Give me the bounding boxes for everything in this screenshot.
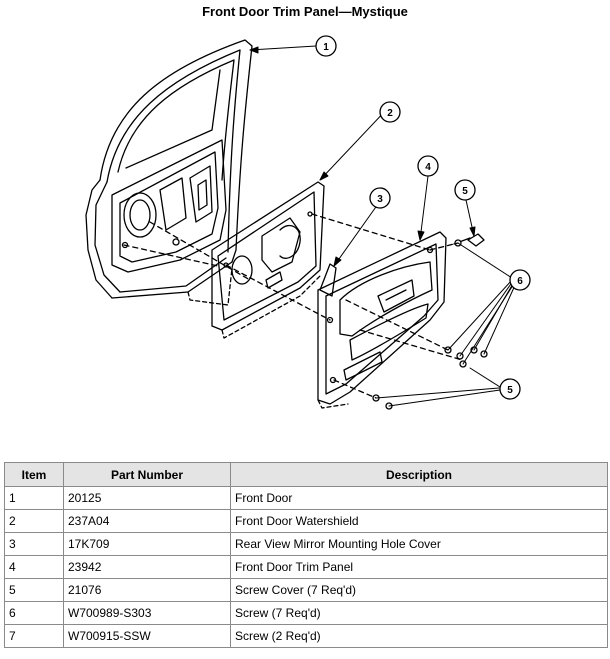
cell-item: 6 [4,601,64,625]
callout-4-label: 4 [425,162,431,173]
header-description: Description [230,462,608,487]
cell-item: 3 [4,532,64,556]
exploded-view-diagram: 1 2 3 4 5 6 5 [85,35,531,410]
callout-2-label: 2 [387,108,393,119]
cell-description: Screw Cover (7 Req'd) [230,578,608,602]
watershield-drawing [211,181,325,339]
callout-4: 4 [417,155,439,177]
cell-description: Front Door [230,486,608,510]
callout-5-bottom: 5 [499,378,521,400]
cell-item: 5 [4,578,64,602]
cell-item: 2 [4,509,64,533]
callouts: 1 2 3 4 5 6 5 [315,35,531,400]
table-row: 5 21076 Screw Cover (7 Req'd) [4,578,608,602]
header-item: Item [4,462,64,487]
table-header-row: Item Part Number Description [4,462,608,487]
callout-6-label: 6 [517,276,523,287]
callout-3: 3 [369,187,391,209]
cell-part-number: W700915-SSW [63,624,231,648]
callout-1: 1 [315,35,337,57]
leader-lines [249,45,517,407]
cell-part-number: 20125 [63,486,231,510]
table-row: 2 237A04 Front Door Watershield [4,509,608,533]
cell-part-number: 237A04 [63,509,231,533]
trim-panel-drawing [317,231,447,409]
callout-1-label: 1 [323,42,329,53]
cell-item: 4 [4,555,64,579]
parts-table: Item Part Number Description 1 20125 Fro… [4,462,608,648]
page-title: Front Door Trim Panel—Mystique [202,4,408,19]
callout-5-bottom-label: 5 [507,385,513,396]
cell-item: 1 [4,486,64,510]
cell-part-number: W700989-S303 [63,601,231,625]
table-row: 7 W700915-SSW Screw (2 Req'd) [4,624,608,648]
table-row: 3 17K709 Rear View Mirror Mounting Hole … [4,532,608,556]
table-row: 1 20125 Front Door [4,486,608,510]
callout-6: 6 [509,269,531,291]
cell-part-number: 23942 [63,555,231,579]
cell-description: Rear View Mirror Mounting Hole Cover [230,532,608,556]
cell-item: 7 [4,624,64,648]
cell-description: Screw (2 Req'd) [230,624,608,648]
cell-part-number: 17K709 [63,532,231,556]
cell-description: Front Door Watershield [230,509,608,533]
callout-3-label: 3 [377,194,383,205]
cell-description: Front Door Trim Panel [230,555,608,579]
table-row: 6 W700989-S303 Screw (7 Req'd) [4,601,608,625]
front-door-drawing [85,39,253,306]
header-part-number: Part Number [63,462,231,487]
assembly-lines [123,213,463,399]
cell-part-number: 21076 [63,578,231,602]
table-row: 4 23942 Front Door Trim Panel [4,555,608,579]
callout-5-top-label: 5 [462,186,468,197]
mirror-cover-drawing [319,263,337,297]
cell-description: Screw (7 Req'd) [230,601,608,625]
callout-5-top: 5 [454,179,476,201]
callout-2: 2 [379,101,401,123]
